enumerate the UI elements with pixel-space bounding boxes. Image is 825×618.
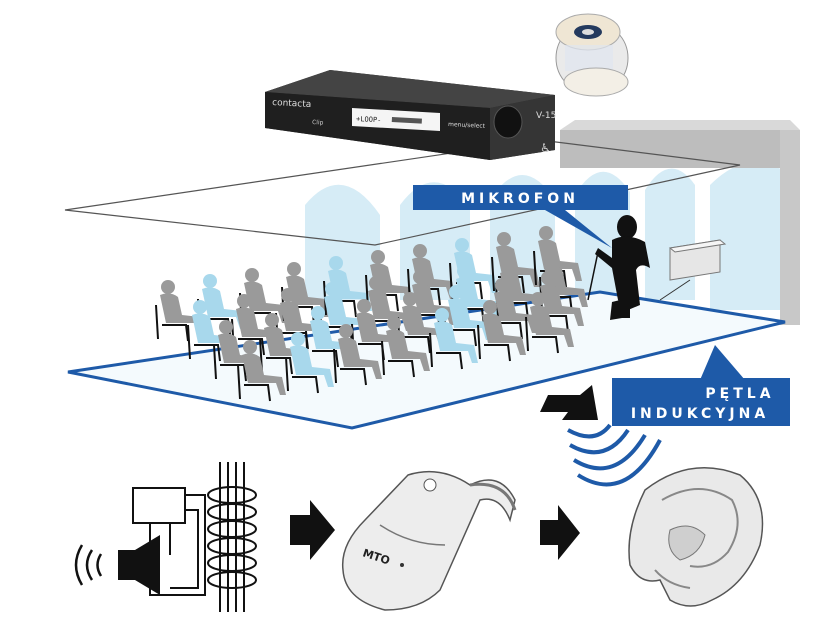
induction-loop-callout: PĘTLA INDUKCYJNA [612, 345, 790, 426]
audience-seating [155, 226, 588, 402]
loop-label-line1: PĘTLA [705, 386, 774, 402]
ear-symbol-icon: ♿ [540, 141, 551, 155]
cable-reel [555, 13, 629, 97]
audience-member [533, 226, 582, 288]
hearing-aid: MTO [341, 470, 517, 611]
microphone-callout: MIKROFON [413, 185, 628, 248]
speaker-icon [118, 535, 160, 595]
arrow-right-icon [290, 500, 335, 560]
device-display-text: +LOOP- [356, 115, 382, 124]
audience-member [477, 300, 526, 362]
audience-member [187, 300, 236, 362]
audience-member [237, 340, 286, 402]
audience-member [285, 332, 334, 394]
audience-member [429, 308, 478, 370]
audience-member [525, 292, 574, 354]
wall-amplifier-box [659, 239, 727, 301]
audience-member [155, 280, 204, 342]
loop-label-line2: INDUKCYJNA [631, 406, 769, 422]
downward-arrow-icon [540, 385, 598, 420]
device-model: V-15 [536, 111, 556, 121]
audience-member [213, 320, 262, 382]
ceiling-outline [64, 139, 741, 246]
device-brand: contacta [272, 98, 312, 110]
device-knob [493, 105, 523, 139]
microphone-label: MIKROFON [461, 191, 579, 207]
audience-member [381, 316, 430, 378]
arrow-right-icon-2 [540, 505, 580, 560]
audience-member [333, 324, 382, 386]
magnetic-waves-icon [567, 423, 662, 487]
sound-waves-icon [74, 544, 103, 586]
device-clip-label: Clip [312, 119, 324, 127]
loop-amplifier-device: contacta Clip +LOOP- menu/select V-15 ♿ [265, 70, 556, 160]
transformer-coil [132, 462, 257, 612]
ear-icon [628, 466, 764, 607]
device-level-meter [391, 117, 422, 124]
device-button-label: menu/select [448, 121, 486, 130]
speaker-figure [587, 215, 650, 320]
